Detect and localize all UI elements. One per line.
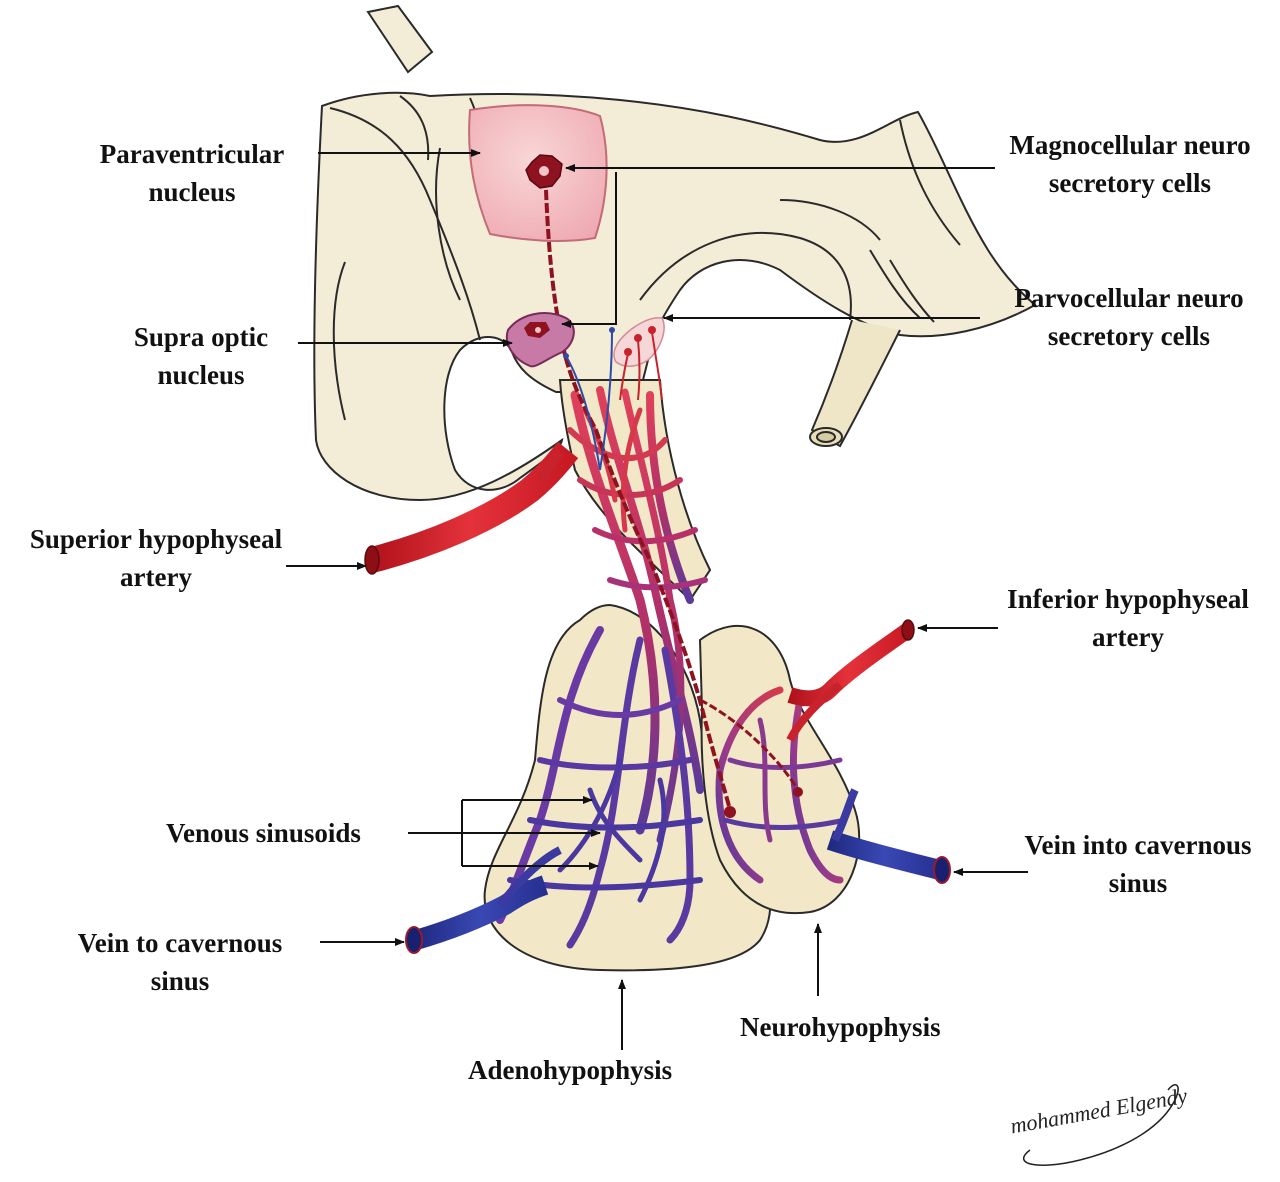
superior-hypophyseal-artery bbox=[364, 441, 579, 575]
label-neurohypophysis: Neurohypophysis bbox=[740, 1012, 941, 1042]
label-line: secretory cells bbox=[1048, 168, 1212, 198]
parvocellular-cells bbox=[563, 317, 665, 471]
label-line: Vein to cavernous bbox=[77, 928, 283, 958]
label-line: Paraventricular bbox=[99, 139, 285, 169]
label-superior-hypophyseal-artery: Superior hypophyseal artery bbox=[0, 520, 312, 596]
inferior-hypophyseal-artery bbox=[786, 619, 915, 742]
label-line: Parvocellular neuro bbox=[1014, 283, 1244, 313]
label-line: sinus bbox=[150, 966, 210, 996]
supra-optic-nucleus bbox=[505, 312, 575, 368]
label-line: Supra optic bbox=[133, 322, 269, 352]
label-line: Inferior hypophyseal bbox=[1007, 584, 1249, 614]
pointer-magnocellular-branch bbox=[561, 172, 617, 328]
label-line: Vein into cavernous bbox=[1024, 830, 1252, 860]
label-line: artery bbox=[1092, 622, 1164, 652]
label-line: artery bbox=[120, 562, 192, 592]
vein-to-cavernous-sinus bbox=[405, 846, 562, 954]
pointer-lines bbox=[286, 149, 1028, 1050]
signature-text: mohammed Elgendy bbox=[1008, 1083, 1189, 1139]
vein-into-cavernous-sinus bbox=[826, 788, 951, 884]
label-supra-optic-nucleus: Supra optic nucleus bbox=[106, 318, 296, 394]
label-inferior-hypophyseal-artery: Inferior hypophyseal artery bbox=[976, 580, 1280, 656]
label-magnocellular-cells: Magnocellular neuro secretory cells bbox=[980, 126, 1280, 202]
portal-capillaries bbox=[496, 386, 848, 949]
label-paraventricular-nucleus: Paraventricular nucleus bbox=[72, 135, 312, 211]
label-line: nucleus bbox=[148, 177, 236, 207]
brain-tissue bbox=[313, 4, 1037, 502]
label-line: sinus bbox=[1108, 868, 1168, 898]
label-line: Magnocellular neuro bbox=[1009, 130, 1251, 160]
label-vein-to-cavernous-sinus: Vein to cavernous sinus bbox=[50, 924, 310, 1000]
label-vein-into-cavernous-sinus: Vein into cavernous sinus bbox=[996, 826, 1280, 902]
label-venous-sinusoids: Venous sinusoids bbox=[166, 818, 361, 848]
label-adenohypophysis: Adenohypophysis bbox=[468, 1055, 673, 1085]
label-line: nucleus bbox=[157, 360, 245, 390]
label-parvocellular-cells: Parvocellular neuro secretory cells bbox=[984, 279, 1274, 355]
label-line: secretory cells bbox=[1047, 321, 1211, 351]
artist-signature: mohammed Elgendy bbox=[1008, 1083, 1189, 1166]
label-line: Superior hypophyseal bbox=[29, 524, 283, 554]
